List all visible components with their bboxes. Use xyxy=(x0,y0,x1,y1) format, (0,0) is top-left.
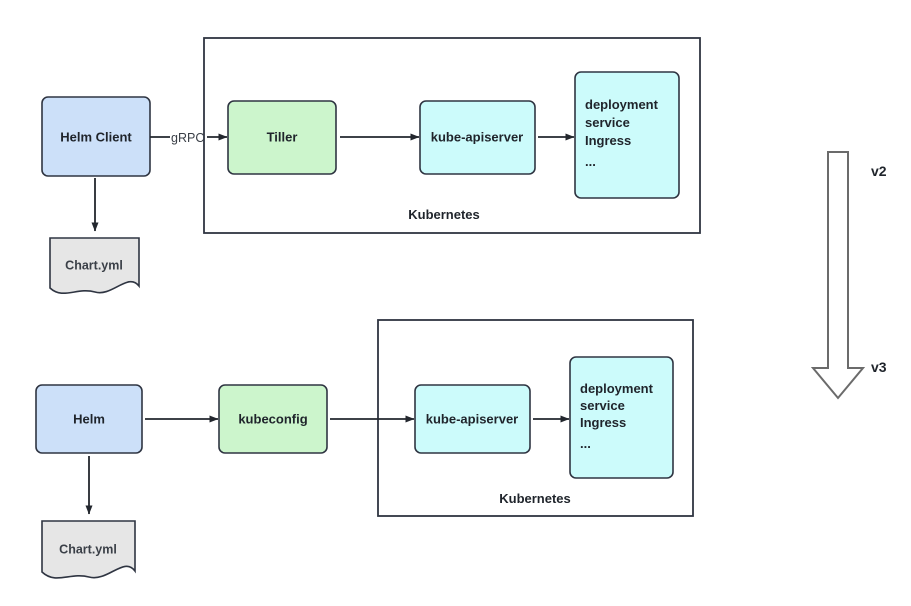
node-kube-apiserver-v2[interactable] xyxy=(419,100,536,175)
node-tiller[interactable] xyxy=(227,100,337,175)
kubernetes-group-v2-label: Kubernetes xyxy=(408,207,480,222)
version-label-v3: v3 xyxy=(871,359,887,375)
node-kube-apiserver-v3[interactable] xyxy=(414,384,531,454)
node-resources-v2-line2: service xyxy=(585,115,630,130)
node-resources-v3-line2: service xyxy=(580,398,625,413)
node-helm[interactable] xyxy=(35,384,143,454)
node-chart-yml-v3[interactable] xyxy=(41,520,136,579)
kubernetes-group-v2 xyxy=(203,37,701,234)
node-kube-apiserver-v3-label: kube-apiserver xyxy=(426,411,519,426)
node-resources-v2-line4: ... xyxy=(585,154,596,169)
node-kubeconfig-label: kubeconfig xyxy=(238,411,307,426)
node-kube-apiserver-v2-label: kube-apiserver xyxy=(431,129,524,144)
version-label-v2: v2 xyxy=(871,163,887,179)
node-helm-label: Helm xyxy=(73,411,105,426)
node-resources-v3-line3: Ingress xyxy=(580,415,626,430)
edge-label-grpc: gRPC xyxy=(171,131,204,145)
node-resources-v3-line4: ... xyxy=(580,436,591,451)
node-resources-v2-line1: deployment xyxy=(585,97,659,112)
node-resources-v3[interactable] xyxy=(569,356,674,479)
kubernetes-group-v3 xyxy=(377,319,694,517)
node-tiller-label: Tiller xyxy=(267,129,298,144)
node-resources-v2-line3: Ingress xyxy=(585,133,631,148)
node-chart-yml-v2-label: Chart.yml xyxy=(65,258,123,272)
node-kubeconfig[interactable] xyxy=(218,384,328,454)
node-chart-yml-v2[interactable] xyxy=(49,237,140,295)
node-resources-v3-line1: deployment xyxy=(580,381,654,396)
version-axis-arrow xyxy=(810,151,866,400)
node-chart-yml-v3-label: Chart.yml xyxy=(59,542,117,556)
node-helm-client-label: Helm Client xyxy=(60,129,132,144)
kubernetes-group-v3-label: Kubernetes xyxy=(499,491,571,506)
node-resources-v2[interactable] xyxy=(574,71,680,199)
